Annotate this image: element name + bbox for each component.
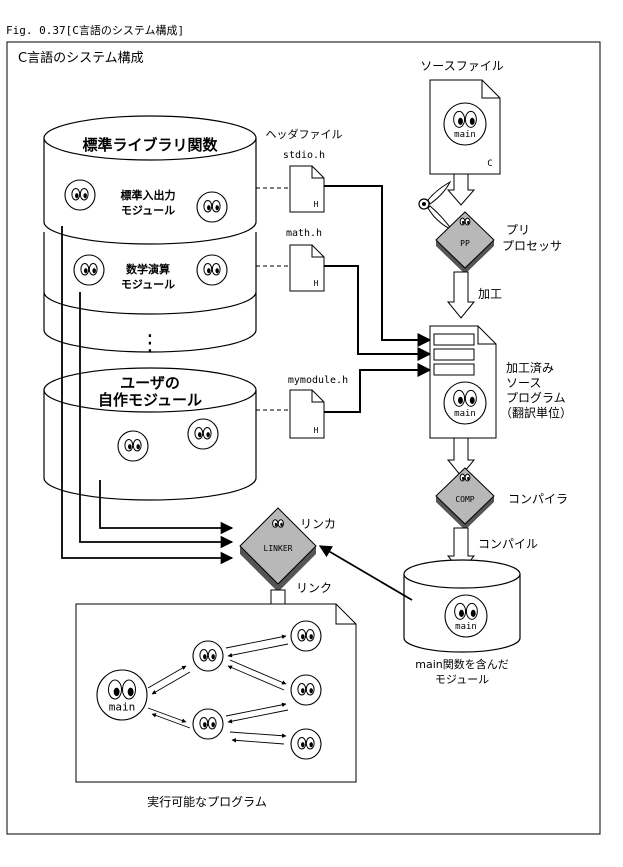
inserted-math-block — [433, 348, 475, 361]
processed-label-3: プログラム — [506, 391, 566, 405]
face-user-right — [187, 418, 219, 450]
math-module-label-2: モジュール — [121, 278, 175, 291]
user-module-label-1: ユーザの — [120, 374, 180, 392]
user-module-label-2: 自作モジュール — [98, 391, 202, 409]
io-module-label-1: 標準入出力 — [121, 188, 176, 202]
face-user-left — [117, 430, 149, 462]
inserted-mymodule-block — [433, 363, 475, 376]
header-mymodule-mark: H — [314, 426, 319, 435]
source-file-mark: C — [487, 159, 492, 169]
call-graph-arrows — [147, 634, 289, 745]
face-source: main — [443, 102, 487, 146]
scissors-icon — [418, 180, 453, 231]
face-main-module: main — [444, 594, 488, 638]
arrow-module-to-linker — [318, 545, 413, 601]
comp-arrow-label: コンパイル — [478, 537, 538, 551]
arrow-math-to-source — [324, 265, 432, 361]
header-group-label: ヘッダファイル — [266, 127, 343, 141]
library-stack — [43, 115, 257, 501]
face-linker — [272, 519, 284, 528]
arrow-stdio-to-source — [324, 185, 432, 347]
processed-label-1: 加工済み — [506, 360, 554, 375]
face-source-label: main — [454, 130, 476, 140]
arrow-processed-to-comp — [446, 437, 476, 477]
outer-frame — [6, 41, 601, 835]
header-math-mark: H — [314, 279, 319, 288]
linker-label: リンカ — [300, 517, 336, 531]
header-math-name: math.h — [286, 228, 322, 239]
linker-diamond — [239, 507, 317, 592]
header-math-icon — [289, 244, 325, 292]
source-file-label: ソースファイル — [420, 59, 503, 73]
face-program-d — [290, 674, 322, 706]
face-program-b — [192, 708, 224, 740]
face-program-a — [192, 640, 224, 672]
arrow-source-to-pp — [446, 173, 476, 206]
figure-caption: Fig. 0.37[C言語のシステム構成] — [6, 23, 184, 37]
arrow-mymodule-to-source — [324, 363, 432, 413]
header-mymodule-icon — [289, 389, 325, 439]
main-module-label-2: モジュール — [435, 673, 489, 686]
processed-label-2: ソース — [506, 376, 541, 390]
arrow-pp-to-processed — [446, 271, 476, 319]
face-io-left — [64, 179, 96, 211]
face-program-e — [290, 728, 322, 760]
arrow-io-to-linker — [61, 226, 234, 565]
face-processed: main — [443, 381, 487, 425]
linker-arrow-label: リンク — [296, 581, 332, 595]
face-math-left — [73, 254, 105, 286]
comp-label: コンパイラ — [508, 492, 568, 506]
math-module-label-1: 数学演算 — [126, 262, 170, 276]
io-module-label-2: モジュール — [121, 204, 175, 217]
face-main-module-label: main — [455, 622, 477, 632]
face-program-main: main — [96, 669, 148, 721]
stdlib-title: 標準ライブラリ関数 — [82, 136, 218, 154]
inserted-stdio-block — [433, 333, 475, 346]
linker-badge: LINKER — [264, 544, 293, 553]
face-io-right — [196, 191, 228, 223]
header-stdio-name: stdio.h — [283, 150, 325, 161]
main-module-label-1: main関数を含んだ — [415, 657, 508, 671]
comp-badge: COMP — [455, 495, 474, 504]
face-comp — [459, 473, 471, 482]
preprocessor-diamond — [435, 211, 495, 274]
pp-label-2: プロセッサ — [502, 239, 562, 253]
header-mymodule-name: mymodule.h — [288, 375, 348, 386]
arrow-user-to-linker — [99, 480, 234, 535]
compiler-diamond — [435, 467, 495, 530]
more-modules-ellipsis: ⋮ — [139, 331, 161, 356]
module-faces: main main main main — [64, 102, 488, 760]
face-math-right — [196, 254, 228, 286]
face-processed-label: main — [454, 409, 476, 419]
header-stdio-mark: H — [314, 200, 319, 209]
arrow-math-to-linker — [79, 292, 234, 549]
pp-arrow-label: 加工 — [478, 287, 502, 301]
processed-label-4: （翻訳単位） — [500, 405, 572, 420]
face-pp — [459, 217, 471, 226]
header-stdio-icon — [289, 165, 325, 213]
pp-label-1: プリ — [506, 223, 530, 237]
face-program-main-label: main — [109, 701, 136, 714]
pp-badge: PP — [460, 239, 470, 248]
face-program-c — [290, 620, 322, 652]
program-label: 実行可能なプログラム — [147, 794, 267, 809]
frame-title: C言語のシステム構成 — [18, 50, 144, 66]
